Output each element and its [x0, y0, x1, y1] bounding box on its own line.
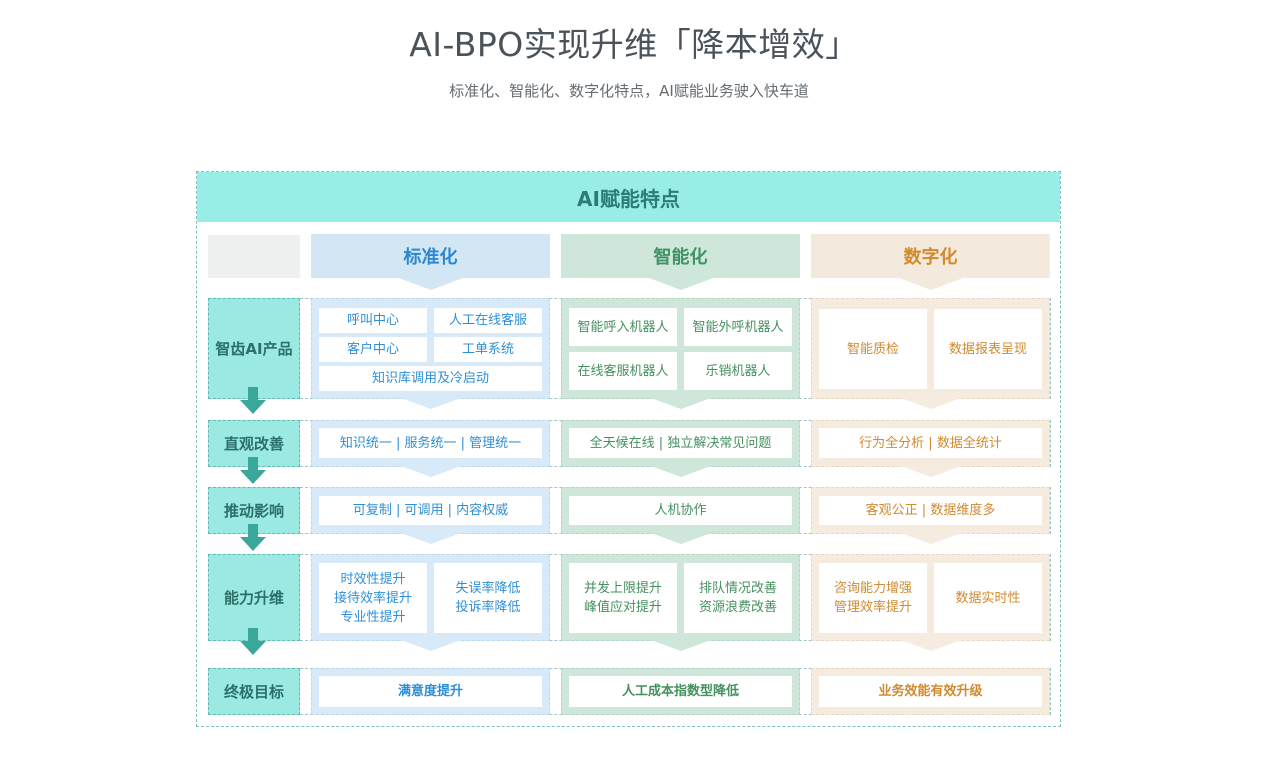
capability-item: 管理效率提升	[833, 600, 912, 615]
improvement-digitalization: 行为全分析 | 数据全统计	[819, 428, 1042, 458]
row-label-ai-products: 智齿AI产品	[208, 298, 300, 399]
product-online-bot: 在线客服机器人	[569, 352, 677, 390]
down-arrow-icon	[240, 524, 266, 551]
capability-item: 投诉率降低	[455, 600, 521, 615]
capability-green-right: 排队情况改善 资源浪费改善	[684, 563, 792, 633]
capability-item: 时效性提升	[340, 571, 406, 587]
page-title: AI-BPO实现升维「降本增效」	[409, 25, 859, 64]
product-sales-bot: 乐销机器人	[684, 352, 792, 390]
impact-intelligence: 人机协作	[569, 496, 792, 525]
capability-item: 数据实时性	[955, 590, 1021, 606]
capability-item: 峰值应对提升	[583, 600, 662, 615]
product-customer-center: 客户中心	[319, 337, 427, 362]
product-data-report: 数据报表呈现	[934, 309, 1042, 389]
capability-item: 资源浪费改善	[698, 600, 777, 615]
product-outbound-bot: 智能外呼机器人	[684, 308, 792, 346]
product-inbound-bot: 智能呼入机器人	[569, 308, 677, 346]
corner-blank	[208, 235, 300, 278]
capability-item: 并发上限提升	[583, 581, 662, 596]
row-label-ultimate-goal: 终极目标	[208, 668, 300, 715]
impact-digitalization: 客观公正 | 数据维度多	[819, 496, 1042, 525]
impact-standardization: 可复制 | 可调用 | 内容权威	[319, 496, 542, 525]
column-header-intelligence: 智能化	[561, 234, 800, 290]
improvement-intelligence: 全天候在线 | 独立解决常见问题	[569, 428, 792, 458]
capability-blue-right: 失误率降低 投诉率降低	[434, 563, 542, 633]
capability-orange-left: 咨询能力增强 管理效率提升	[819, 563, 927, 633]
diagram-panel-title: AI赋能特点	[197, 172, 1060, 222]
product-call-center: 呼叫中心	[319, 308, 427, 333]
capability-item: 专业性提升	[340, 609, 406, 625]
capability-blue-left: 时效性提升 接待效率提升 专业性提升	[319, 563, 427, 633]
capability-item: 失误率降低	[455, 581, 521, 596]
column-header-standardization: 标准化	[311, 234, 550, 290]
product-live-agent: 人工在线客服	[434, 308, 542, 333]
capability-item: 排队情况改善	[698, 581, 777, 596]
improvement-standardization: 知识统一 | 服务统一 | 管理统一	[319, 428, 542, 458]
row-label-visible-improvement: 直观改善	[208, 420, 300, 467]
row-label-capability-upgrade: 能力升维	[208, 554, 300, 641]
capability-item: 接待效率提升	[333, 590, 412, 606]
column-header-digitalization: 数字化	[811, 234, 1050, 290]
down-arrow-icon	[240, 457, 266, 484]
down-arrow-icon	[240, 628, 266, 655]
goal-intelligence: 人工成本指数型降低	[569, 676, 792, 707]
goal-standardization: 满意度提升	[319, 676, 542, 707]
capability-item: 咨询能力增强	[833, 581, 912, 596]
page-subtitle: 标准化、智能化、数字化特点，AI赋能业务驶入快车道	[449, 82, 809, 100]
goal-digitalization: 业务效能有效升级	[819, 676, 1042, 707]
down-arrow-icon	[240, 387, 266, 414]
product-quality-check: 智能质检	[819, 309, 927, 389]
product-knowledge-base: 知识库调用及冷启动	[319, 366, 542, 391]
product-ticket-system: 工单系统	[434, 337, 542, 362]
diagram-frame	[196, 171, 1061, 727]
capability-orange-right: 数据实时性	[934, 563, 1042, 633]
capability-green-left: 并发上限提升 峰值应对提升	[569, 563, 677, 633]
